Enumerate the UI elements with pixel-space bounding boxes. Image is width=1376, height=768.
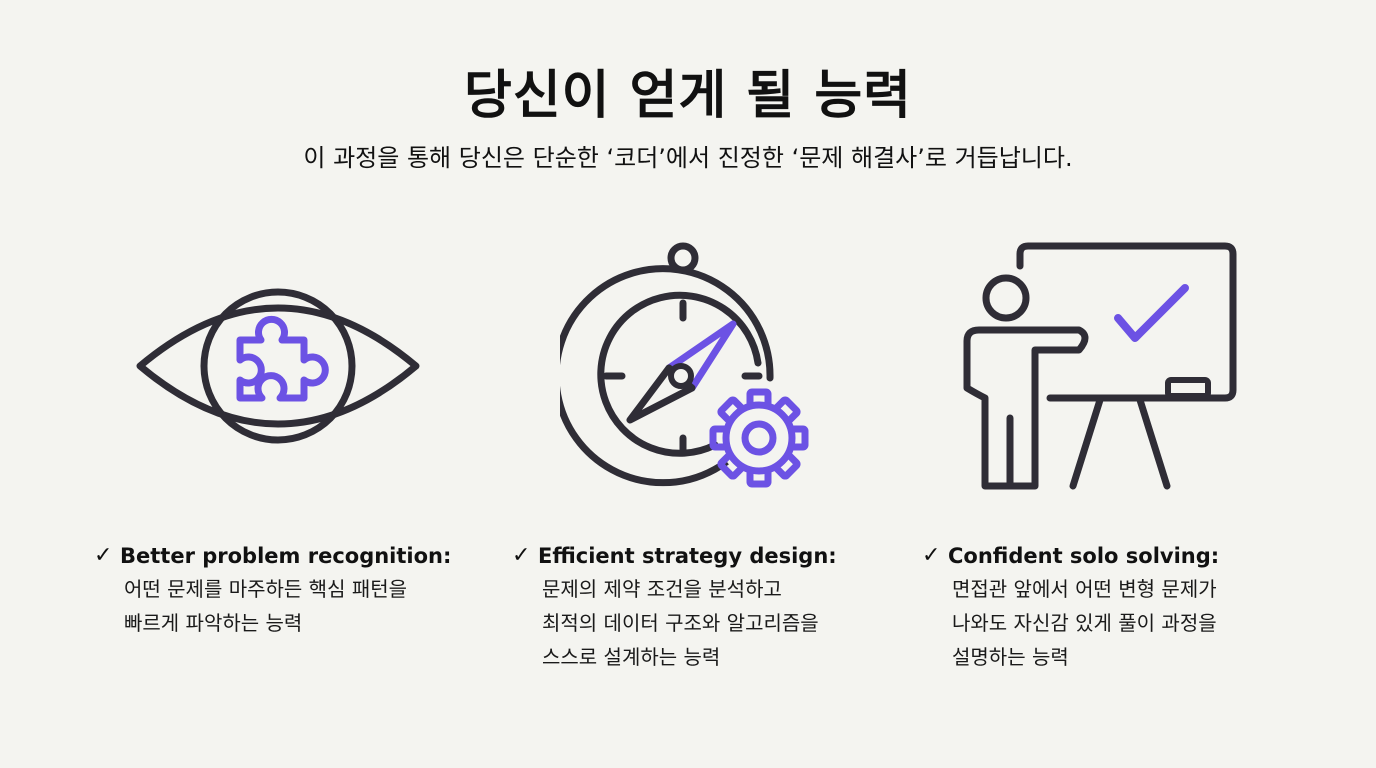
checkmark-icon: ✓	[512, 543, 531, 568]
checkmark-icon: ✓	[94, 543, 113, 568]
checkmark-icon: ✓	[922, 543, 941, 568]
feature-text-line: 설명하는 능력	[952, 645, 1069, 669]
feature-solo-solving: ✓ Confident solo solving: 면접관 앞에서 어떤 변형 …	[922, 540, 1219, 674]
eye-puzzle-icon	[136, 288, 420, 444]
feature-text-line: 최적의 데이터 구조와 알고리즘을	[542, 611, 819, 635]
page-title: 당신이 얻게 될 능력	[463, 66, 913, 126]
feature-heading: Better problem recognition:	[120, 544, 452, 568]
feature-problem-recognition: ✓ Better problem recognition: 어떤 문제를 마주하…	[94, 540, 451, 640]
feature-text-line: 어떤 문제를 마주하든 핵심 패턴을	[124, 577, 408, 601]
feature-text-line: 문제의 제약 조건을 분석하고	[542, 577, 782, 601]
feature-text-line: 면접관 앞에서 어떤 변형 문제가	[952, 577, 1217, 601]
feature-heading: Confident solo solving:	[948, 544, 1220, 568]
feature-text-line: 나와도 자신감 있게 풀이 과정을	[952, 611, 1217, 635]
feature-heading: Efficient strategy design:	[538, 544, 837, 568]
compass-gear-icon	[560, 242, 809, 488]
page-subtitle: 이 과정을 통해 당신은 단순한 ‘코더’에서 진정한 ‘문제 해결사’로 거듭…	[303, 144, 1073, 172]
feature-text-line: 빠르게 파악하는 능력	[124, 611, 303, 635]
feature-text-line: 스스로 설계하는 능력	[542, 645, 721, 669]
feature-strategy-design: ✓ Efficient strategy design: 문제의 제약 조건을 …	[512, 540, 837, 674]
presenter-whiteboard-icon	[963, 242, 1237, 490]
